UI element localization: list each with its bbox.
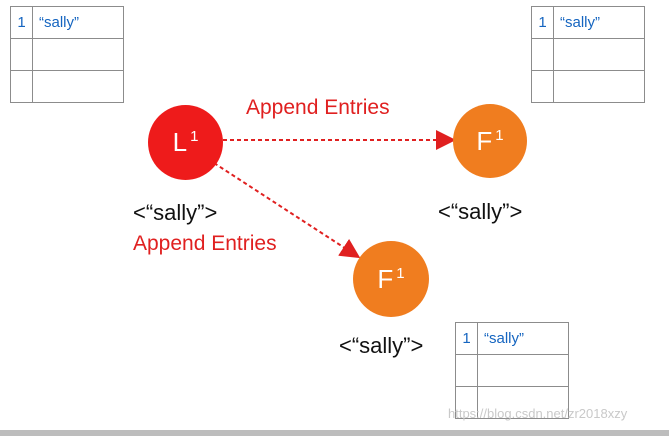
node-letter: F xyxy=(476,125,493,156)
follower-bottom-state-label: <“sally”> xyxy=(339,333,424,358)
log-index: 1 xyxy=(455,322,478,355)
leader-state-label: <“sally”> xyxy=(133,200,218,225)
log-index xyxy=(531,38,554,71)
log-value xyxy=(553,70,645,103)
log-value xyxy=(32,70,124,103)
log-value xyxy=(32,38,124,71)
node-letter: F xyxy=(377,263,394,294)
table-row xyxy=(531,70,645,103)
log-index xyxy=(455,354,478,387)
table-row xyxy=(455,386,569,419)
table-row xyxy=(455,354,569,387)
follower-top-state-label: <“sally”> xyxy=(438,199,523,224)
term-number: 1 xyxy=(495,126,504,144)
log-index xyxy=(531,70,554,103)
log-value xyxy=(553,38,645,71)
follower-top-log-table: 1 “sally” xyxy=(531,6,645,103)
log-value: “sally” xyxy=(553,6,645,39)
log-value xyxy=(477,386,569,419)
leader-log-table: 1 “sally” xyxy=(10,6,124,103)
append-entries-arrow-bottom xyxy=(213,162,361,259)
table-row: 1 “sally” xyxy=(10,6,124,39)
table-row: 1 “sally” xyxy=(531,6,645,39)
bottom-divider xyxy=(0,430,669,436)
table-row xyxy=(531,38,645,71)
table-row xyxy=(10,38,124,71)
log-index xyxy=(10,38,33,71)
follower-bottom-log-table: 1 “sally” xyxy=(455,322,569,419)
log-value xyxy=(477,354,569,387)
log-index: 1 xyxy=(10,6,33,39)
term-number: 1 xyxy=(190,128,199,145)
node-letter: L xyxy=(172,127,188,157)
table-row: 1 “sally” xyxy=(455,322,569,355)
watermark-text: https://blog.csdn.net/zr2018xzy xyxy=(448,406,628,421)
table-row xyxy=(10,70,124,103)
log-index xyxy=(10,70,33,103)
append-entries-label-bottom: Append Entries xyxy=(133,232,277,255)
log-value: “sally” xyxy=(32,6,124,39)
term-number: 1 xyxy=(396,264,405,282)
log-value: “sally” xyxy=(477,322,569,355)
append-entries-label-top: Append Entries xyxy=(246,96,390,119)
log-index: 1 xyxy=(531,6,554,39)
